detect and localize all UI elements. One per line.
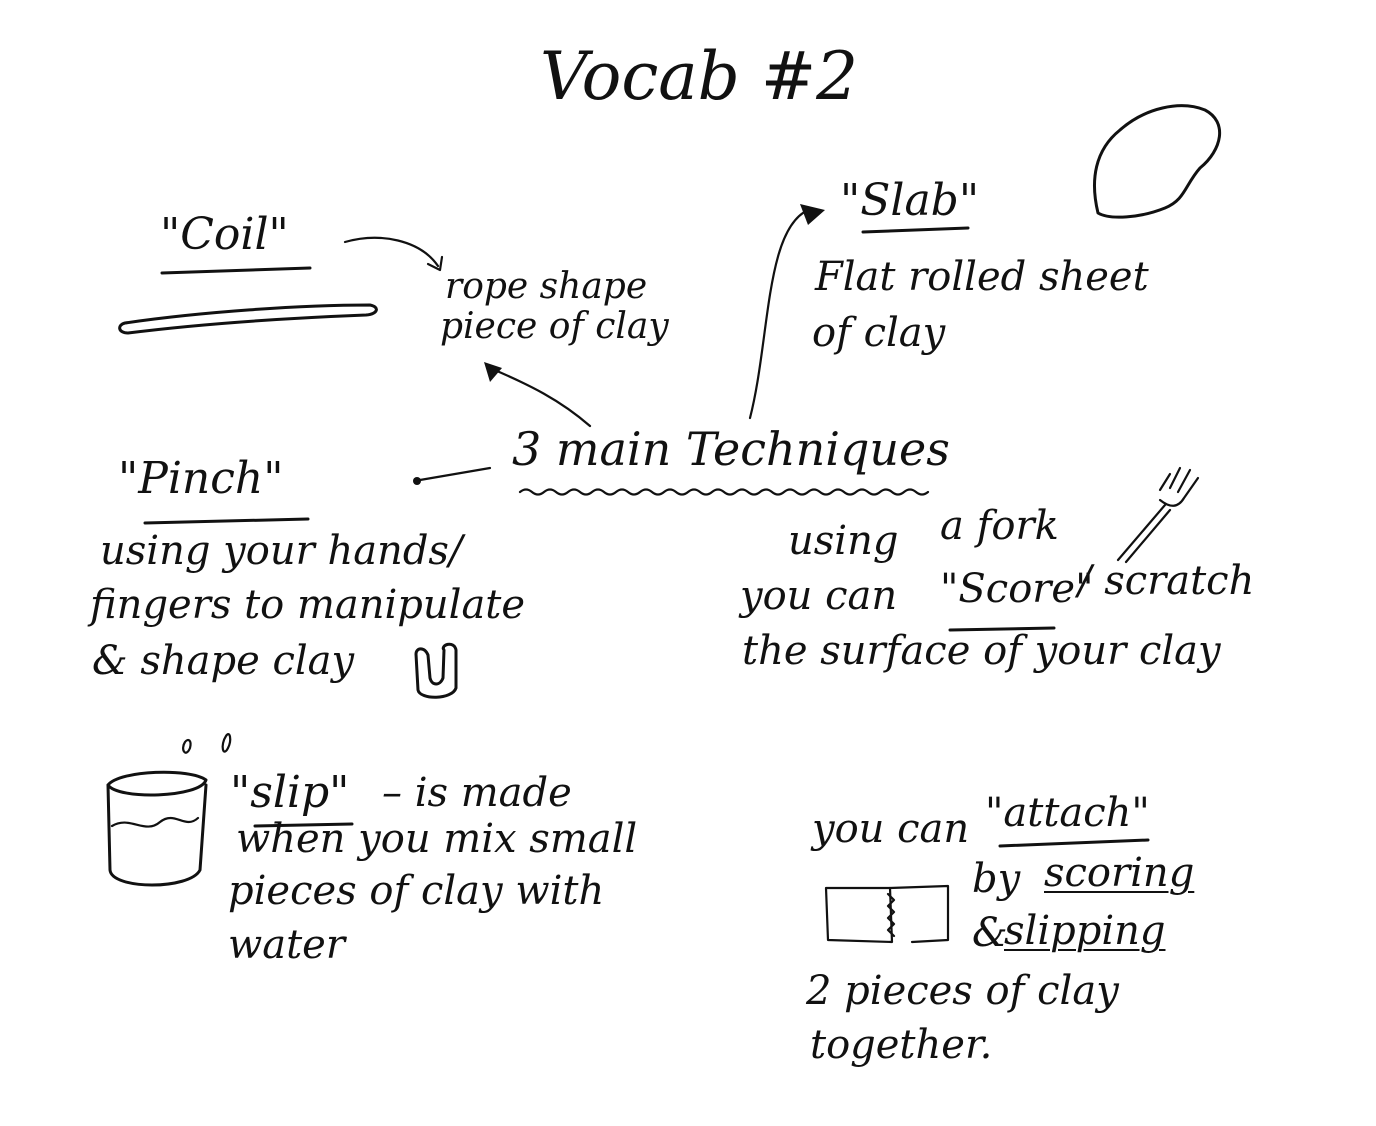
attach-line-5: together.	[810, 1022, 993, 1068]
page-title: Vocab #2	[540, 38, 859, 115]
center-label: 3 main Techniques	[512, 422, 950, 476]
attach-slipping-term: slipping	[1004, 908, 1166, 954]
slip-after-term: – is made	[382, 770, 572, 816]
slab-term: "Slab"	[840, 175, 980, 226]
attach-line-2a: by	[972, 856, 1021, 902]
coil-definition-arrow-icon	[484, 362, 592, 428]
attach-line-4: 2 pieces of clay	[806, 968, 1119, 1014]
joined-blocks-icon	[824, 884, 950, 944]
water-cup-icon	[106, 733, 232, 887]
coil-arrow-icon	[343, 236, 444, 272]
score-line-1b: a fork	[940, 503, 1059, 549]
coil-roll-icon	[118, 303, 378, 335]
slab-underline	[861, 226, 970, 234]
attach-scoring-term: scoring	[1044, 850, 1195, 896]
slip-term: "slip"	[230, 767, 350, 818]
coil-definition-line-2: piece of clay	[440, 306, 669, 347]
coil-term: "Coil"	[160, 209, 289, 260]
slip-underline	[253, 822, 354, 828]
pinch-arrow-icon	[413, 466, 492, 485]
pinch-pot-icon	[414, 642, 458, 699]
score-line-3: the surface of your clay	[742, 628, 1221, 674]
slip-definition-line-2: pieces of clay with	[228, 868, 605, 914]
attach-line-3a: &	[972, 910, 1008, 956]
attach-term: "attach"	[985, 790, 1150, 836]
score-line-2a: you can	[740, 573, 898, 619]
pinch-term: "Pinch"	[118, 453, 284, 504]
slip-definition-line-3: water	[228, 922, 345, 968]
fork-icon	[1116, 466, 1200, 564]
score-underline	[948, 626, 1056, 632]
pinch-definition-line-3: & shape clay	[92, 638, 355, 684]
coil-definition-line-1: rope shape	[445, 266, 648, 307]
coil-underline	[160, 266, 312, 275]
attach-underline	[998, 838, 1150, 848]
slab-definition-line-1: Flat rolled sheet	[815, 254, 1149, 300]
score-line-1a: using	[788, 518, 899, 564]
attach-line-1a: you can	[812, 806, 970, 852]
pinch-definition-line-1: using your hands/	[100, 528, 463, 574]
slab-blob-icon	[1092, 104, 1222, 219]
score-term: "Score"	[940, 566, 1094, 612]
slab-definition-line-2: of clay	[812, 310, 946, 356]
slab-arrow-icon	[748, 204, 825, 420]
score-line-2b: / scratch	[1078, 558, 1255, 604]
pinch-definition-line-2: fingers to manipulate	[90, 582, 526, 628]
pinch-underline	[143, 517, 310, 525]
center-wavy-underline	[518, 488, 930, 496]
